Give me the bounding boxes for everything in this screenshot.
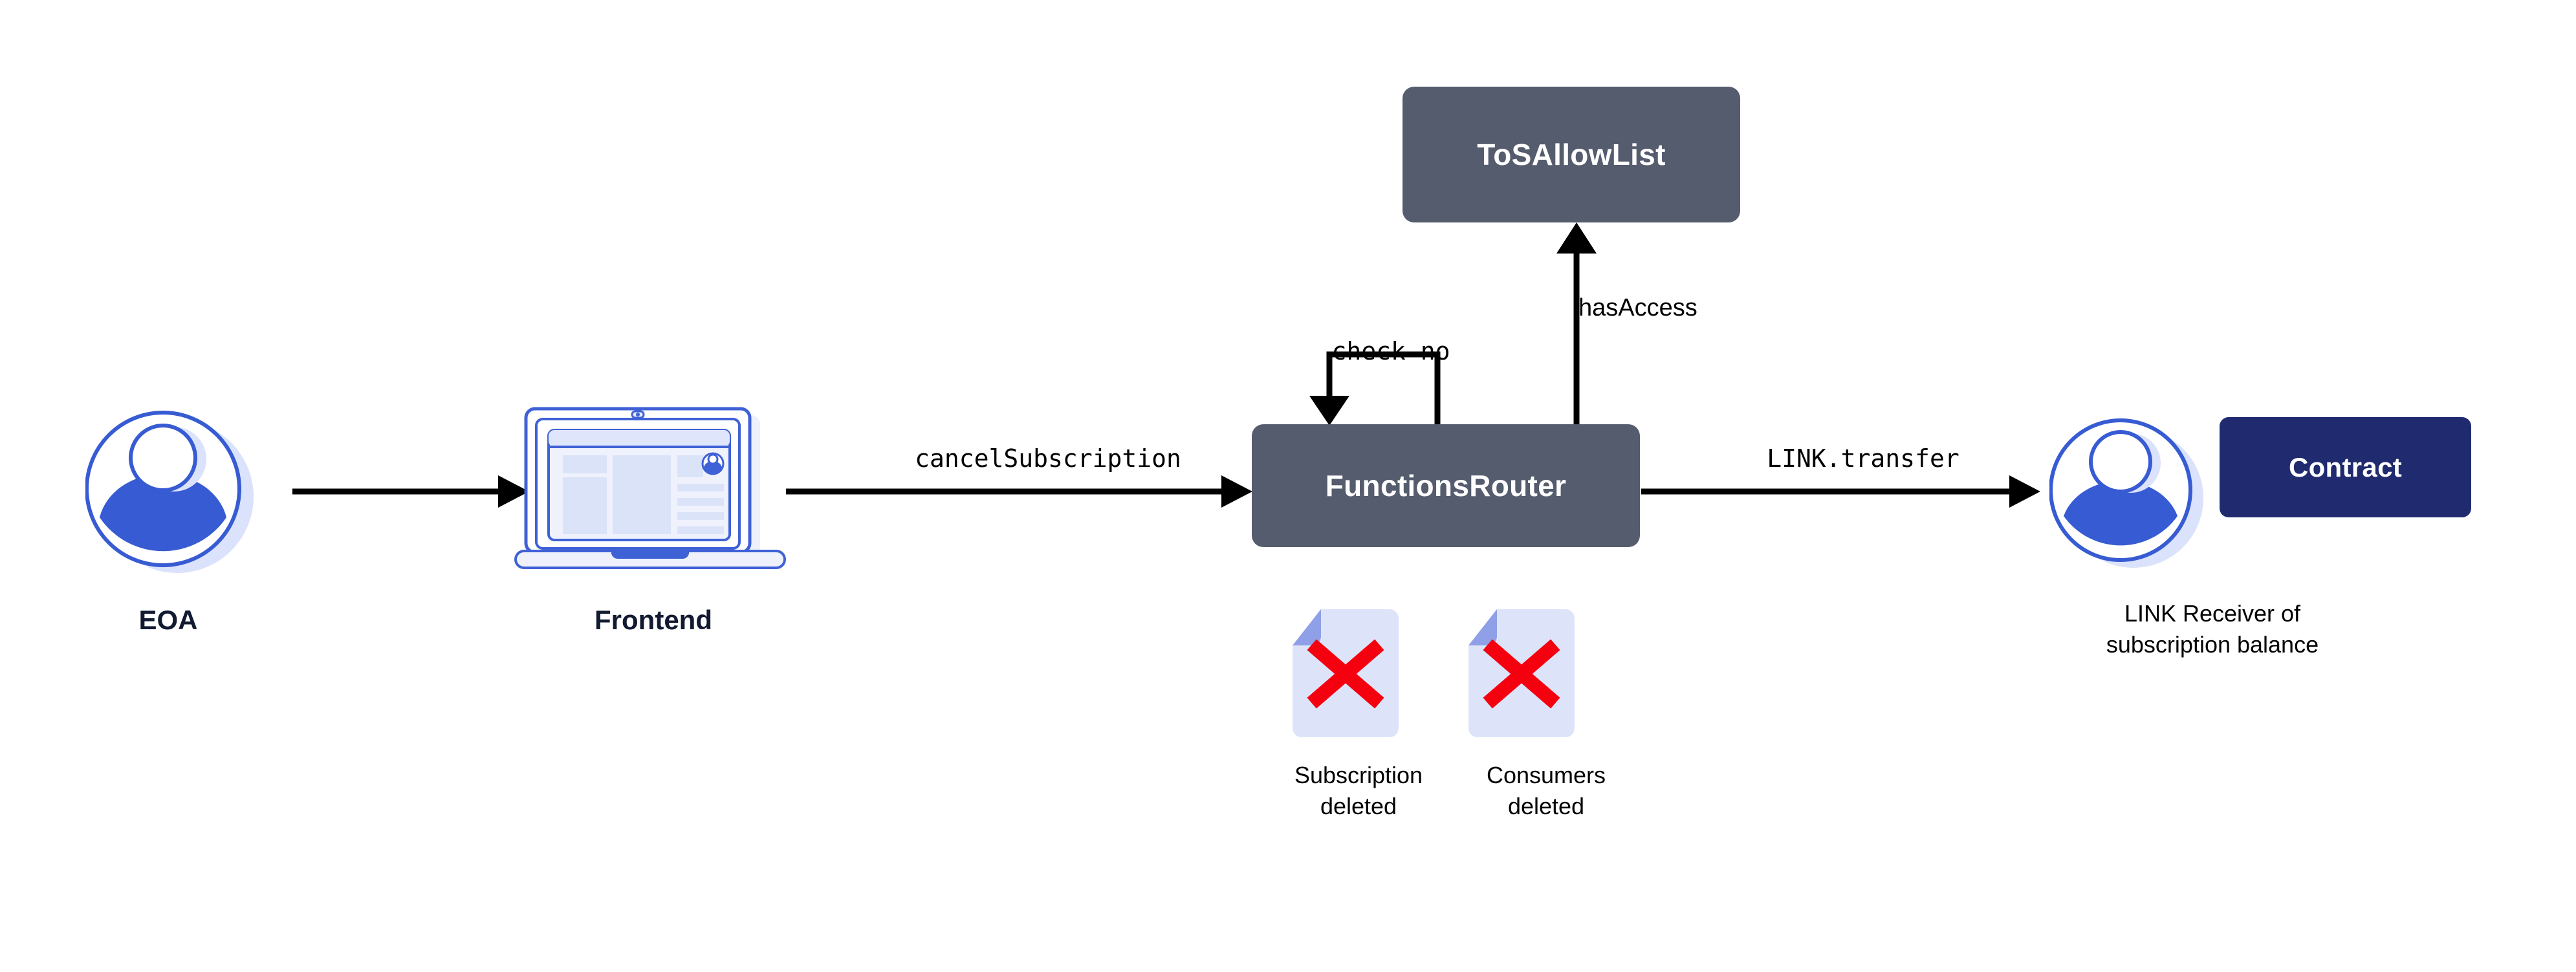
arrow-functions-router-to-link-receiver — [1641, 475, 2040, 508]
functions-router-label: FunctionsRouter — [1325, 469, 1567, 502]
edge-label-has-access: hasAccess — [1578, 294, 1697, 321]
edge-label-link-transfer: LINK.transfer — [1767, 444, 1959, 473]
frontend-label: Frontend — [595, 605, 712, 635]
consumers-deleted-icon — [1468, 609, 1575, 737]
eoa-avatar-icon — [85, 411, 254, 573]
frontend-laptop-icon — [514, 407, 786, 569]
check-pending-line-1: check no — [1331, 336, 1450, 365]
node-tos-allow-list[interactable]: ToSAllowList — [1403, 87, 1740, 222]
subscription-deleted-line-2: deleted — [1320, 792, 1397, 819]
subscription-deleted-label: Subscription deleted — [1255, 760, 1462, 821]
arrow-eoa-to-frontend — [292, 475, 529, 508]
link-receiver-line-1: LINK Receiver of — [2124, 600, 2301, 627]
subscription-deleted-icon — [1293, 609, 1399, 737]
consumers-deleted-line-1: Consumers — [1486, 762, 1606, 788]
arrow-frontend-to-functions-router — [786, 475, 1252, 508]
arrow-functions-router-to-tos-allow-list — [1556, 222, 1597, 424]
link-receiver-label: LINK Receiver of subscription balance — [1967, 598, 2458, 660]
node-contract[interactable]: Contract — [2220, 417, 2471, 517]
tos-allow-list-label: ToSAllowList — [1477, 138, 1666, 171]
node-functions-router[interactable]: FunctionsRouter — [1252, 424, 1640, 547]
consumers-deleted-line-2: deleted — [1507, 792, 1585, 819]
link-receiver-avatar-icon — [2049, 418, 2203, 568]
consumers-deleted-label: Consumers deleted — [1443, 760, 1650, 821]
edge-label-cancel-subscription: cancelSubscription — [915, 444, 1181, 473]
eoa-label: EOA — [138, 605, 198, 635]
subscription-deleted-line-1: Subscription — [1294, 762, 1423, 788]
contract-label: Contract — [2288, 451, 2403, 482]
link-receiver-line-2: subscription balance — [2106, 631, 2319, 658]
arrow-functions-router-self-loop — [1309, 351, 1441, 426]
